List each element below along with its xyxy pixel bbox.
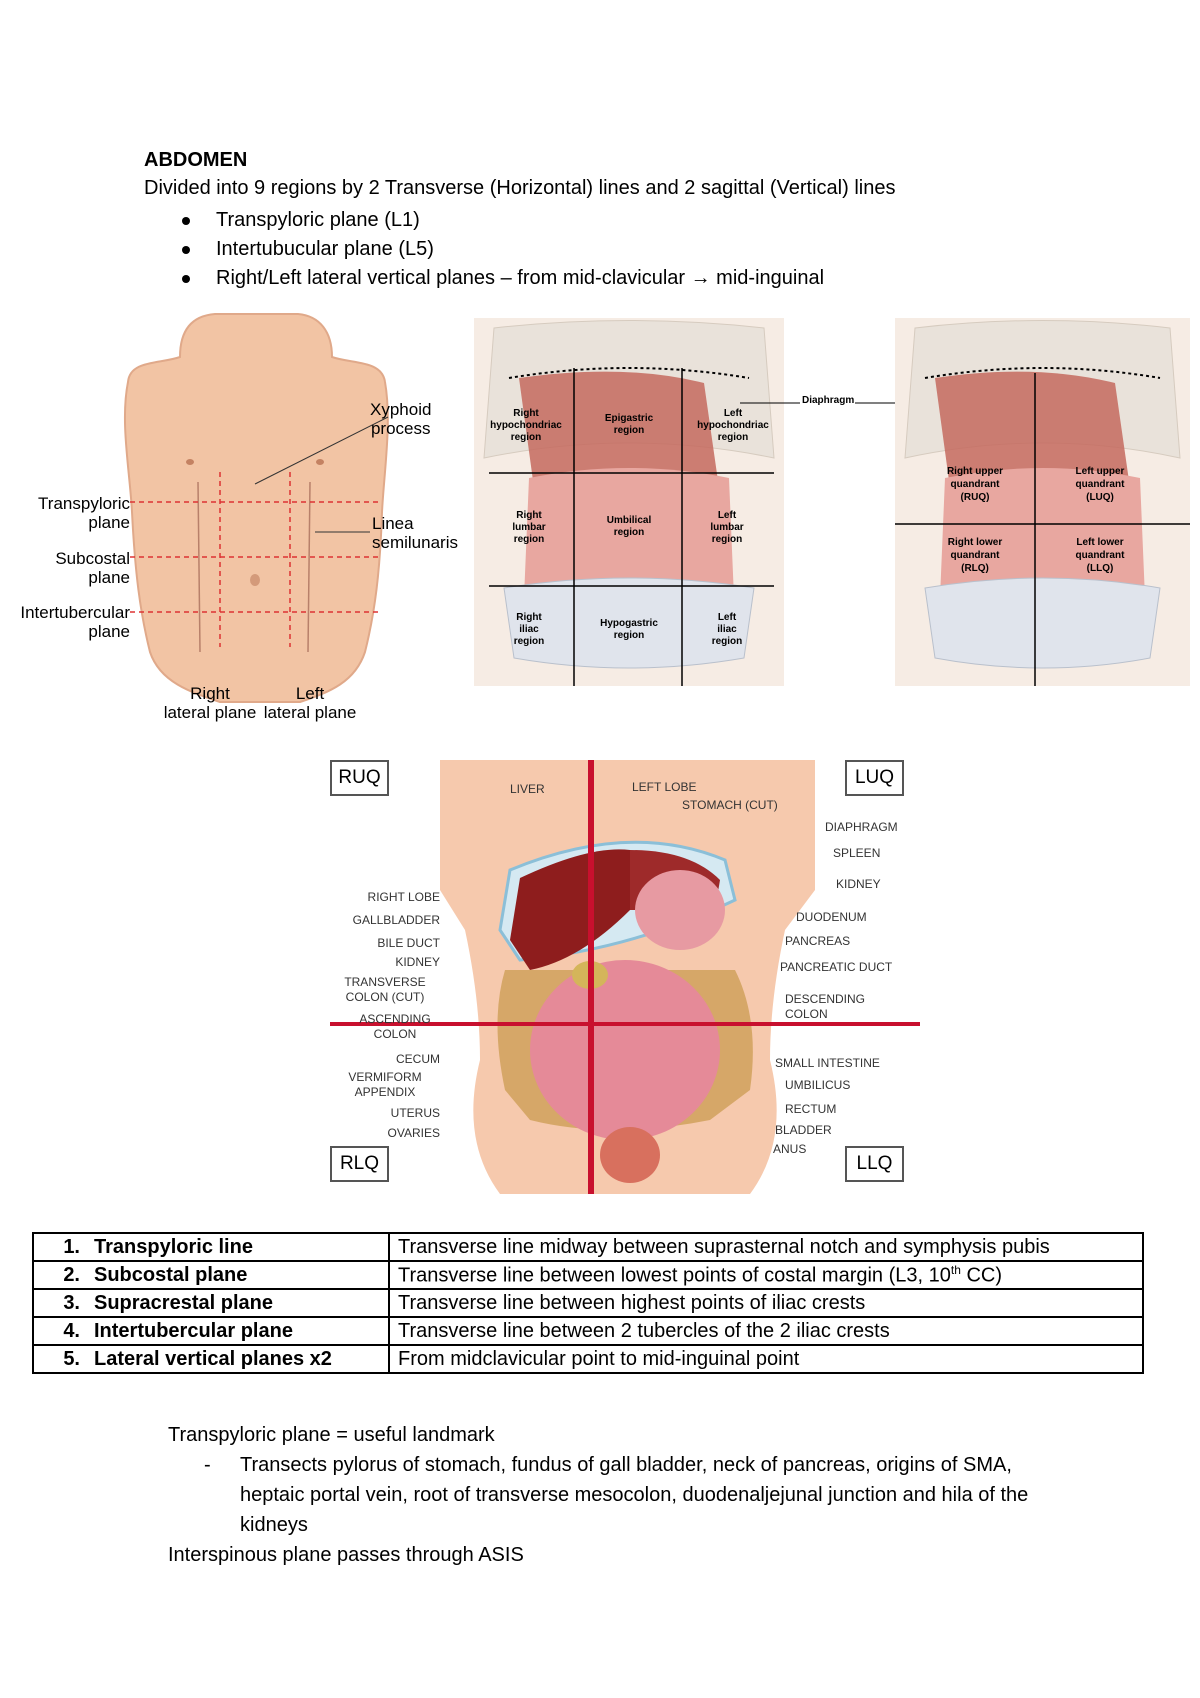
intro-text: Divided into 9 regions by 2 Transverse (… — [144, 177, 896, 199]
table-row: 2. Subcostal plane Transverse line betwee… — [32, 1260, 1144, 1290]
plane-description: Transverse line between 2 tubercles of t… — [388, 1316, 1144, 1346]
organ-label: SMALL INTESTINE — [775, 1056, 880, 1070]
diaphragm-leader — [740, 402, 915, 404]
torso-illustration — [123, 313, 389, 703]
organ-label: OVARIES — [387, 1126, 440, 1140]
organs-illustration — [330, 760, 920, 1194]
note-dash-item: Transects pylorus of stomach, fundus of … — [168, 1450, 1040, 1540]
table-row: 1. Transpyloric line Transverse line midw… — [32, 1232, 1144, 1262]
table-row: 5. Lateral vertical planes x2 From midcla… — [32, 1344, 1144, 1374]
table-row: 3. Supracrestal plane Transverse line bet… — [32, 1288, 1144, 1318]
diaphragm-label: Diaphragm — [802, 395, 855, 406]
organ-label: GALLBLADDER — [352, 913, 440, 927]
organs-figure: RUQ LUQ RLQ LLQ LIVER LEFT LOBE STOMACH … — [330, 760, 920, 1194]
row-number: 3. — [63, 1291, 80, 1314]
llq-box: LLQ — [845, 1146, 904, 1182]
plane-name: Lateral vertical planes x2 — [94, 1347, 332, 1370]
organ-label: STOMACH (CUT) — [682, 798, 778, 812]
row-number: 4. — [63, 1319, 80, 1342]
plane-name: Intertubercular plane — [94, 1319, 293, 1342]
organ-label: BILE DUCT — [377, 936, 440, 950]
organ-label: KIDNEY — [836, 877, 881, 891]
organ-label: SPLEEN — [833, 846, 881, 860]
page-title: ABDOMEN — [144, 149, 248, 171]
organ-label: KIDNEY — [395, 955, 440, 969]
note-line: Transpyloric plane = useful landmark — [168, 1424, 495, 1446]
plane-description: Transverse line midway between supraster… — [388, 1232, 1144, 1262]
plane-description: Transverse line between highest points o… — [388, 1288, 1144, 1318]
quadrants-illustration — [895, 318, 1190, 686]
organ-label: RIGHT LOBE — [367, 890, 440, 904]
bullet-item: Intertubucular plane (L5) — [178, 235, 824, 264]
organ-label: PANCREAS — [785, 934, 851, 948]
organ-label: LIVER — [510, 782, 545, 796]
bullet-item: Transpyloric plane (L1) — [178, 206, 824, 235]
ruq-box: RUQ — [330, 760, 389, 796]
organ-label: ANUS — [773, 1142, 807, 1156]
organ-label: UTERUS — [390, 1106, 440, 1120]
organ-label: DUODENUM — [796, 910, 867, 924]
notes-section: Transpyloric plane = useful landmark Tra… — [168, 1420, 1040, 1570]
plane-name: Subcostal plane — [94, 1263, 248, 1286]
plane-description: From midclavicular point to mid-inguinal… — [388, 1344, 1144, 1374]
bullet-item: Right/Left lateral vertical planes – fro… — [178, 264, 824, 293]
rlq-box: RLQ — [330, 1146, 389, 1182]
organ-label: PANCREATIC DUCT — [780, 960, 893, 974]
organ-label: RECTUM — [785, 1102, 837, 1116]
organ-label: LEFT LOBE — [632, 780, 697, 794]
organ-label: BLADDER — [775, 1123, 832, 1137]
plane-name: Transpyloric line — [94, 1235, 253, 1258]
organ-label: DIAPHRAGM — [825, 820, 898, 834]
regions-illustration — [474, 318, 784, 686]
organ-label: UMBILICUS — [785, 1078, 851, 1092]
note-line: Interspinous plane passes through ASIS — [168, 1544, 524, 1566]
bullet-list: Transpyloric plane (L1) Intertubucular p… — [178, 206, 824, 293]
row-number: 2. — [63, 1263, 80, 1286]
plane-name: Supracrestal plane — [94, 1291, 273, 1314]
plane-description: Transverse line between lowest points of… — [388, 1260, 1144, 1290]
table-row: 4. Intertubercular plane Transverse line … — [32, 1316, 1144, 1346]
organ-label: CECUM — [396, 1052, 440, 1066]
luq-box: LUQ — [845, 760, 904, 796]
row-number: 5. — [63, 1347, 80, 1370]
row-number: 1. — [63, 1235, 80, 1258]
planes-table: 1. Transpyloric line Transverse line midw… — [32, 1232, 1144, 1374]
